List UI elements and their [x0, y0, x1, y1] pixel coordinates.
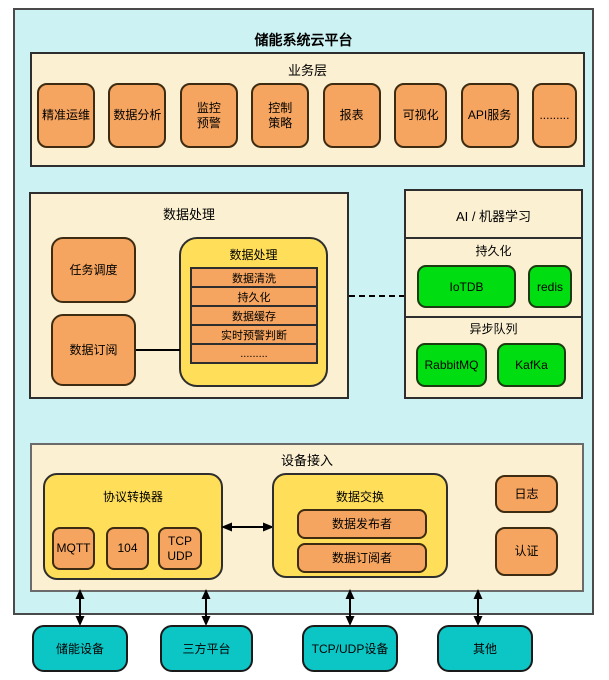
business-item-analysis: 数据分析	[108, 83, 167, 148]
protocol-converter-label: 协议转换器	[102, 490, 163, 504]
pipeline-step-persist: 持久化	[190, 286, 318, 307]
bidirectional-arrow-vertical-icon	[75, 589, 85, 626]
business-layer-label: 业务层	[287, 63, 327, 78]
business-item-visualization: 可视化	[394, 83, 448, 148]
redis-box: redis	[528, 265, 572, 308]
async-queue-label: 异步队列	[469, 322, 518, 336]
business-item-ops: 精准运维	[37, 83, 95, 148]
protocol-104-box: 104	[106, 527, 149, 570]
task-scheduler-box: 任务调度	[51, 237, 136, 303]
kafka-box: KafKa	[497, 343, 566, 387]
pipeline-step-realtime-alert: 实时预警判断	[190, 324, 318, 345]
bidirectional-arrow-vertical-icon	[201, 589, 211, 626]
bidirectional-arrow-vertical-icon	[473, 589, 483, 626]
persistence-label: 持久化	[475, 244, 512, 258]
data-subscriber-box: 数据订阅者	[297, 543, 427, 573]
ai-ml-label: AI / 机器学习	[455, 209, 532, 224]
external-third-party-platform-box: 三方平台	[160, 625, 253, 672]
pipeline-to-ai-dashed-connector	[349, 295, 405, 297]
pipeline-steps: 数据清洗 持久化 数据缓存 实时预警判断 .........	[190, 267, 318, 364]
business-item-more: .........	[531, 83, 577, 148]
bidirectional-arrow-vertical-icon	[345, 589, 355, 626]
bidirectional-arrow-horizontal-icon	[221, 522, 274, 532]
pipeline-step-more: .........	[190, 343, 318, 364]
platform-title: 储能系统云平台	[254, 32, 353, 48]
log-box: 日志	[495, 475, 558, 513]
business-item-monitor-alert: 监控 预警	[179, 83, 238, 148]
data-exchange-label: 数据交换	[335, 490, 384, 504]
business-item-control-strategy: 控制 策略	[251, 83, 310, 148]
pipeline-step-clean: 数据清洗	[190, 267, 318, 288]
pipeline-step-cache: 数据缓存	[190, 305, 318, 326]
data-publisher-box: 数据发布者	[297, 509, 427, 539]
data-processing-label: 数据处理	[162, 207, 215, 222]
data-subscribe-box: 数据订阅	[51, 314, 136, 386]
ai-divider-top	[404, 237, 583, 239]
device-access-label: 设备接入	[280, 453, 333, 468]
business-item-api-service: API服务	[460, 83, 519, 148]
pipeline-label: 数据处理	[229, 248, 278, 262]
auth-box: 认证	[495, 527, 558, 576]
rabbitmq-box: RabbitMQ	[416, 343, 487, 387]
external-other-box: 其他	[437, 625, 533, 672]
business-item-report: 报表	[322, 83, 381, 148]
mqtt-box: MQTT	[52, 527, 95, 570]
tcp-udp-box: TCP UDP	[158, 527, 202, 570]
external-storage-device-box: 储能设备	[32, 625, 128, 672]
ai-divider-bottom	[404, 316, 583, 318]
subscribe-to-pipeline-connector	[136, 349, 180, 351]
external-tcp-udp-device-box: TCP/UDP设备	[302, 625, 398, 672]
iotdb-box: IoTDB	[417, 265, 516, 308]
business-items-row: 精准运维 数据分析 监控 预警 控制 策略 报表 可视化 API服务 .....…	[37, 83, 577, 148]
